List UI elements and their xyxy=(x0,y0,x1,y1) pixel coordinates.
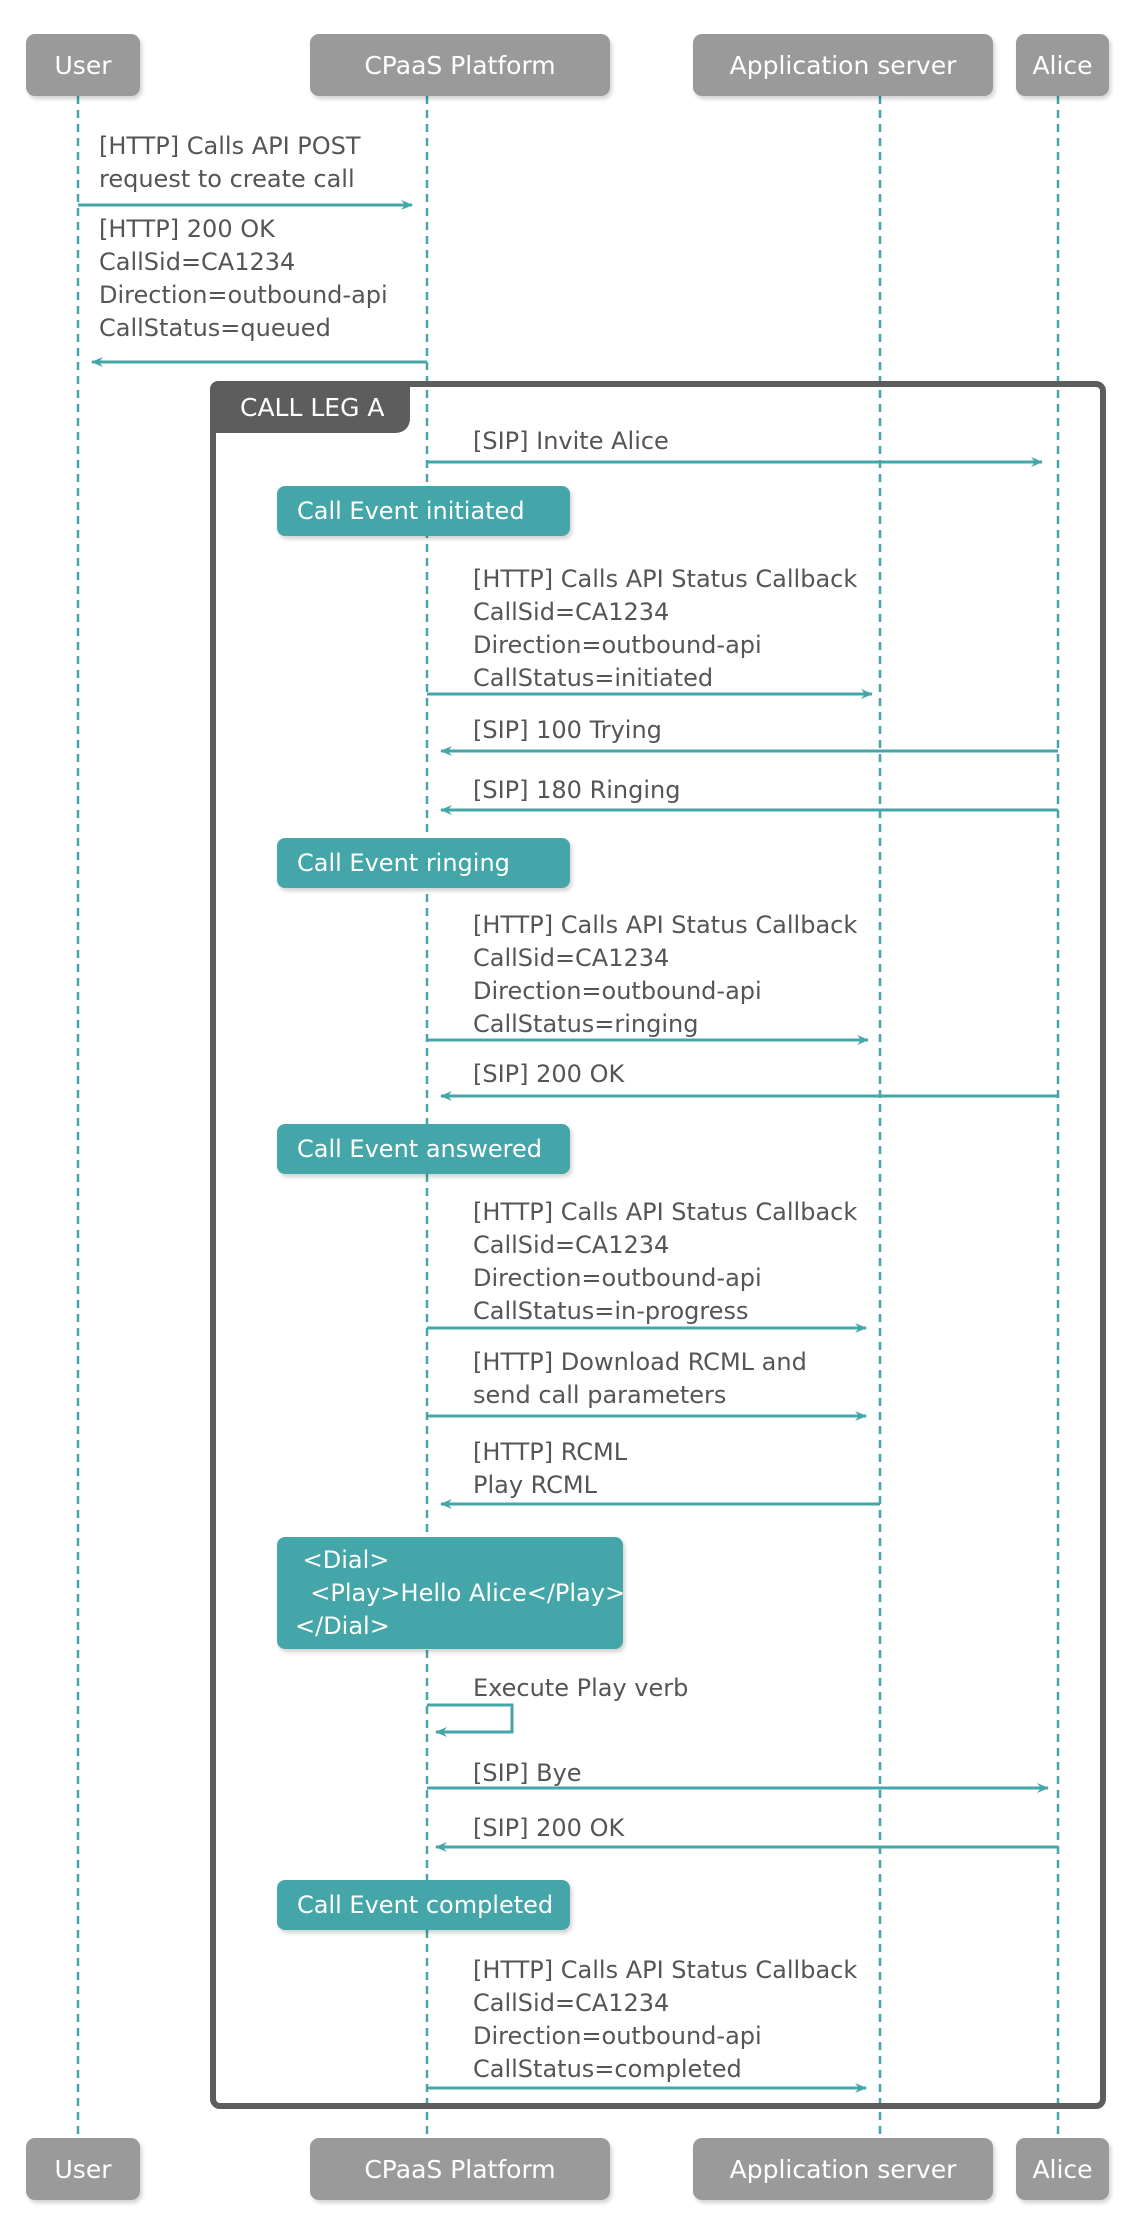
message-rcml-response: [HTTP] RCML Play RCML xyxy=(473,1438,628,1499)
message-200-ok-queued: [HTTP] 200 OK CallSid=CA1234 Direction=o… xyxy=(99,215,388,342)
actor-app-server-bottom: Application server xyxy=(693,2138,993,2200)
message-execute-play-verb: Execute Play verb xyxy=(473,1674,689,1702)
event-rcml-dial: <Dial> <Play>Hello Alice</Play> </Dial> xyxy=(277,1537,625,1649)
event-initiated: Call Event initiated xyxy=(277,486,570,536)
message-sip-bye: [SIP] Bye xyxy=(473,1759,582,1787)
message-callback-completed: [HTTP] Calls API Status Callback CallSid… xyxy=(473,1956,858,2083)
arrow-execute-play-verb xyxy=(427,1703,514,1737)
message-callback-in-progress: [HTTP] Calls API Status Callback CallSid… xyxy=(473,1198,858,1325)
message-180-ringing: [SIP] 180 Ringing xyxy=(473,776,681,804)
message-callback-initiated: [HTTP] Calls API Status Callback CallSid… xyxy=(473,565,858,692)
message-callback-ringing: [HTTP] Calls API Status Callback CallSid… xyxy=(473,911,858,1038)
message-download-rcml: [HTTP] Download RCML and send call param… xyxy=(473,1348,807,1409)
actor-platform-top: CPaaS Platform xyxy=(310,34,610,96)
call-leg-frame-label: CALL LEG A xyxy=(210,381,410,433)
message-sip-200-ok-bye: [SIP] 200 OK xyxy=(473,1814,625,1842)
event-answered: Call Event answered xyxy=(277,1124,570,1174)
actor-user-top: User xyxy=(26,34,140,96)
message-invite-alice: [SIP] Invite Alice xyxy=(473,427,669,455)
call-leg-frame xyxy=(210,381,1106,2109)
message-create-call: [HTTP] Calls API POST request to create … xyxy=(99,132,361,193)
event-ringing: Call Event ringing xyxy=(277,838,570,888)
message-100-trying: [SIP] 100 Trying xyxy=(473,716,662,744)
actor-user-bottom: User xyxy=(26,2138,140,2200)
actor-alice-top: Alice xyxy=(1016,34,1109,96)
event-completed: Call Event completed xyxy=(277,1880,570,1930)
actor-alice-bottom: Alice xyxy=(1016,2138,1109,2200)
actor-app-server-top: Application server xyxy=(693,34,993,96)
actor-platform-bottom: CPaaS Platform xyxy=(310,2138,610,2200)
message-200-ok-answer: [SIP] 200 OK xyxy=(473,1060,625,1088)
